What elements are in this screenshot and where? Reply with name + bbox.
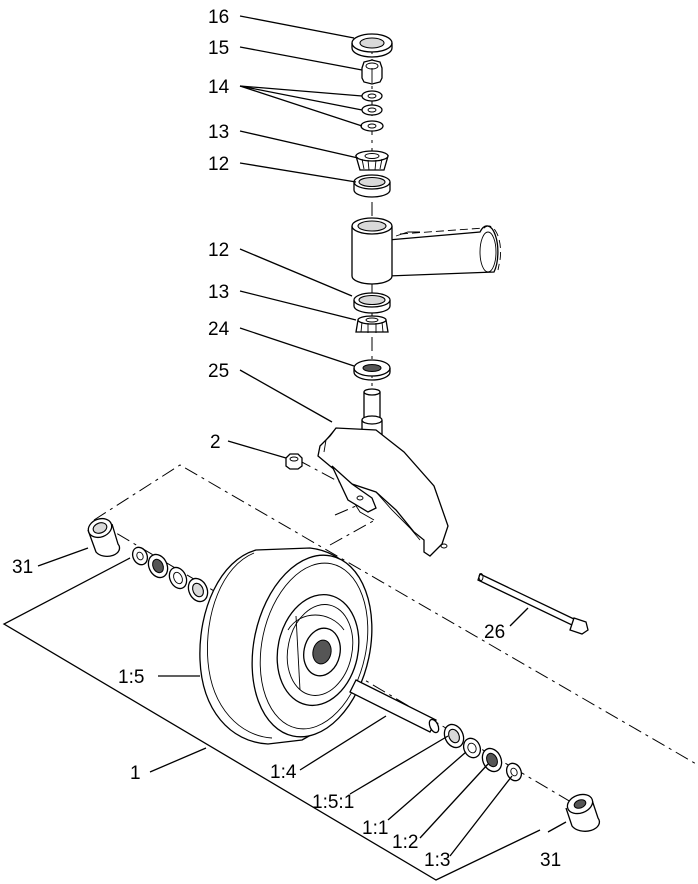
part-26-axle-bolt [477, 573, 589, 635]
callout-13-top: 13 [208, 122, 229, 143]
leader-lines [2, 15, 567, 881]
part-12-cup-top [353, 174, 391, 198]
part-13-bearing-lower [355, 315, 389, 333]
part-24-seal [353, 359, 391, 381]
callout-31-left: 31 [12, 557, 33, 578]
part-1-4-axle-tube [349, 679, 440, 734]
caster-mount-frame [351, 217, 502, 285]
callout-1-5-1: 1:5:1 [312, 792, 354, 813]
callout-14: 14 [208, 77, 230, 98]
callout-1: 1 [130, 763, 141, 784]
callout-31-right: 31 [540, 850, 561, 871]
part-31-spacer-left [87, 517, 121, 557]
part-16-dust-cap [351, 33, 393, 58]
callout-25: 25 [208, 361, 229, 382]
callout-15: 15 [208, 38, 229, 59]
callout-26: 26 [484, 622, 505, 643]
callout-12-top: 12 [208, 154, 229, 175]
callout-1-3: 1:3 [424, 850, 450, 871]
callout-labels: 16 15 14 13 12 12 13 24 25 2 31 26 1:5 1… [12, 7, 561, 871]
left-bearing-stack [131, 546, 209, 603]
callout-24: 24 [208, 319, 230, 340]
callout-1-1: 1:1 [362, 818, 388, 839]
callout-1-4: 1:4 [270, 762, 297, 783]
part-12-cup-lower [353, 292, 391, 314]
callout-16: 16 [208, 7, 229, 28]
callout-1-2: 1:2 [392, 832, 418, 853]
part-14-washers [360, 90, 384, 132]
callout-13-mid: 13 [208, 282, 229, 303]
right-bearing-stack [443, 723, 523, 782]
part-25-caster-fork [317, 388, 449, 557]
part-13-bearing-top [355, 150, 389, 171]
part-1-5-wheel-tire [199, 547, 373, 745]
callout-1-5: 1:5 [118, 667, 144, 688]
part-2-nut [285, 453, 303, 470]
part-15-nut [361, 59, 383, 85]
part-31-spacer-right [565, 793, 601, 832]
callout-12-mid: 12 [208, 240, 229, 261]
callout-2: 2 [210, 432, 221, 453]
